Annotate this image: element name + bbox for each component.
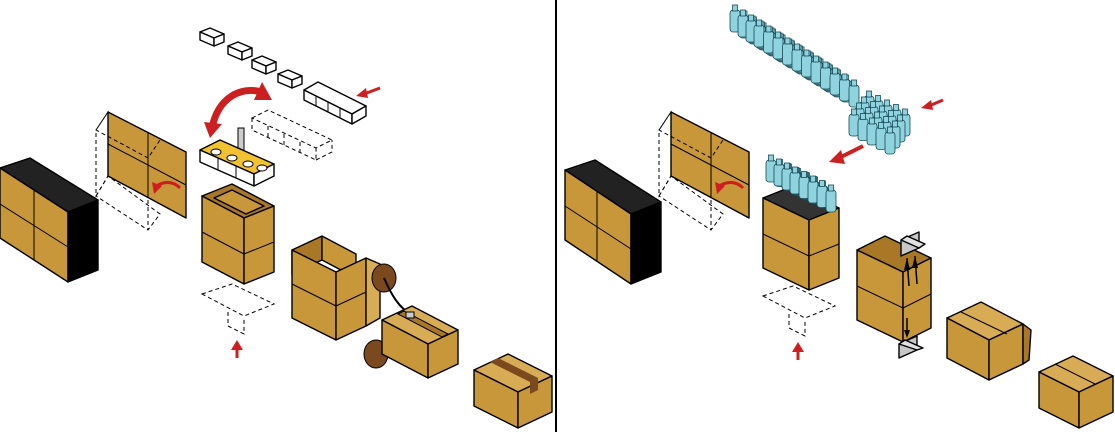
erected-case-icon: [761, 154, 840, 360]
bottle-group-icon: [729, 4, 860, 108]
gripper-icon: [199, 127, 275, 187]
flap-folder-icon: [856, 231, 932, 359]
panel-divider: [555, 0, 557, 432]
erected-case-icon: [200, 183, 276, 358]
transfer-arrow-icon: [204, 82, 272, 138]
box-blank-icon: [658, 110, 750, 231]
infeed-arrow-icon: [356, 86, 381, 98]
right-panel: [564, 4, 1114, 429]
box-blank-icon: [95, 110, 187, 231]
stored-case-stack: [564, 159, 662, 285]
sealed-case-icon: [473, 353, 553, 429]
flap-case-icon: [291, 235, 381, 341]
stored-case-stack: [0, 157, 99, 283]
product-boxes: [199, 27, 367, 161]
tape-sealer-icon: [363, 263, 459, 379]
left-panel: [0, 27, 553, 429]
taped-case-icon: [946, 301, 1032, 381]
infeed-arrow-icon: [829, 98, 944, 164]
sealed-case-icon: [1038, 355, 1114, 429]
